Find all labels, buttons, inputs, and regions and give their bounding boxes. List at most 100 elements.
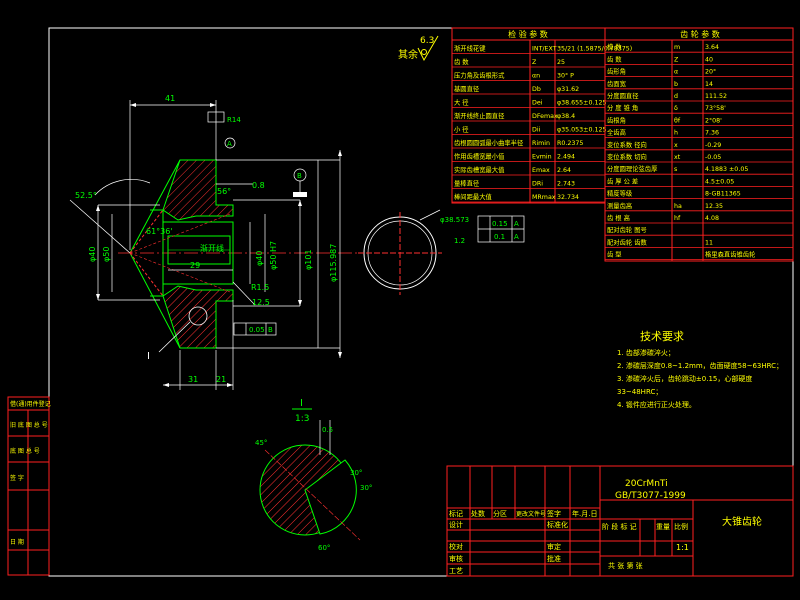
gear-cell-17-2: 格里森直齿锥齿轮 <box>705 250 756 259</box>
drawing-frame <box>48 27 794 577</box>
tb-approve-b: 批准 <box>547 554 561 563</box>
gear-cell-4-2: 111.52 <box>705 93 727 100</box>
runout-datum: B <box>268 326 273 334</box>
tb-weight: 重量 <box>656 523 670 531</box>
gear-cell-2-1: α <box>674 69 678 76</box>
strip-label-4: 签 字 <box>10 474 24 482</box>
dim-phi40-left: φ40 <box>88 247 97 262</box>
inspection-cell-10-1: DRi <box>532 181 543 188</box>
gear-cell-10-0: 分度圆理论弦齿厚 <box>607 164 658 173</box>
gear-cell-3-1: b <box>674 81 678 88</box>
gear-cell-7-1: h <box>674 130 678 137</box>
tb-design: 设计 <box>449 520 463 529</box>
roughness-label: 其余 <box>398 48 418 61</box>
tb-process: 工艺 <box>449 567 463 575</box>
inspection-cell-10-2: 2.743 <box>557 181 575 188</box>
inspection-cell-11-2: 32.734 <box>557 194 579 201</box>
detail-dim-0-5: 0.5 <box>322 426 333 434</box>
dim-56: 56° <box>217 187 231 196</box>
inspection-cell-10-0: 量棒直径 <box>454 179 480 188</box>
inspection-cell-5-2: φ38.4 <box>557 113 575 120</box>
dim-phi38: φ38.573 <box>440 216 469 224</box>
runout-value: 0.05 <box>249 326 265 334</box>
detail-scale: 1:3 <box>295 414 309 424</box>
dim-phi50-left: φ50 <box>102 247 111 262</box>
title-block <box>446 465 794 577</box>
gear-cell-14-1: hf <box>674 215 681 222</box>
dim-spline-label: 渐开线 <box>200 243 224 253</box>
gear-cell-9-1: xt <box>674 154 681 161</box>
inspection-cell-4-1: Dei <box>532 100 543 107</box>
tol-datum-a1: A <box>514 220 519 228</box>
detail-view-i: I 1:3 0.5 45° 30° 30° 60° <box>255 398 372 552</box>
tb-sign: 签字 <box>547 509 561 518</box>
dim-31: 31 <box>188 375 198 384</box>
gear-cell-8-0: 变位系数 径向 <box>607 140 647 149</box>
dim-0-8: 0.8 <box>252 181 265 190</box>
tb-sheet: 共 张 第 张 <box>608 561 643 570</box>
gear-cell-9-0: 变位系数 切向 <box>607 152 647 161</box>
tb-change-doc: 更改文件号 <box>516 510 546 518</box>
tb-mark: 标记 <box>449 509 463 518</box>
datum-b: B <box>293 168 307 197</box>
title-block-text: 20CrMnTi GB/T3077-1999 大锥齿轮 标记 处数 分区 更改文… <box>449 479 762 575</box>
gear-cell-7-2: 7.36 <box>705 130 719 137</box>
gear-cell-14-0: 齿 根 高 <box>607 213 630 222</box>
dim-phi101: φ101 <box>304 249 313 270</box>
detail-ang-30a: 30° <box>350 469 362 477</box>
datum-b-label: B <box>297 172 302 180</box>
inspection-cell-9-2: 2.64 <box>557 167 571 174</box>
tol-datum-a2: A <box>514 233 519 241</box>
gear-cell-1-1: Z <box>674 56 679 63</box>
technical-requirements: 技术要求 1. 齿部渗碳淬火； 2. 渗碳层深度0.8~1.2mm，齿面硬度58… <box>617 330 783 409</box>
inspection-cell-0-1: INT/EXT <box>532 46 557 53</box>
dim-12-5: 12.5 <box>252 298 270 307</box>
inspection-cell-7-1: Rimin <box>532 140 550 147</box>
dim-41: 41 <box>165 94 175 103</box>
strip-label-2: 旧 底 图 总 号 <box>10 421 48 429</box>
gear-cell-16-2: 11 <box>705 239 713 246</box>
gear-cell-10-2: 4.1883 ±0.05 <box>705 166 748 173</box>
gear-cell-0-2: 3.64 <box>705 44 719 51</box>
tech-line-1: 1. 齿部渗碳淬火； <box>617 348 675 357</box>
dim-phi50h7: φ50 H7 <box>269 241 278 270</box>
inspection-cell-6-0: 小 径 <box>454 125 469 134</box>
gear-cell-7-0: 全齿高 <box>607 128 626 137</box>
gear-cell-11-0: 齿 厚 公 差 <box>607 176 638 185</box>
gear-cell-14-2: 4.08 <box>705 215 719 222</box>
part-name: 大锥齿轮 <box>722 515 762 528</box>
detail-ang-60: 60° <box>318 544 330 552</box>
tech-line-2: 2. 渗碳层深度0.8~1.2mm，齿面硬度58~63HRC； <box>617 361 783 370</box>
tb-scale-value: 1:1 <box>676 543 689 552</box>
dim-r1-5: R1.5 <box>251 283 269 292</box>
inspection-cell-6-1: Dii <box>532 127 541 134</box>
tolerance-frame-runout: 0.05 B <box>233 322 277 336</box>
gear-cell-10-1: s <box>674 166 677 173</box>
gear-cell-5-1: δ <box>674 105 678 112</box>
tb-count: 处数 <box>471 509 485 518</box>
tech-title: 技术要求 <box>640 330 684 343</box>
detail-marker-circle <box>188 306 208 326</box>
inspection-cell-8-2: 2.494 <box>557 154 575 161</box>
gear-cell-6-1: θf <box>674 117 681 124</box>
inspection-cell-0-0: 渐开线花键 <box>454 44 486 53</box>
gear-cell-13-1: ha <box>674 203 682 210</box>
gear-cell-8-2: -0.29 <box>705 142 721 149</box>
inspection-cell-4-2: φ38.655±0.125 <box>557 100 607 107</box>
tb-check: 校对 <box>449 542 463 551</box>
dim-61-36: 61°36' <box>146 227 173 236</box>
inspection-cell-2-2: 30° P <box>557 72 574 80</box>
tb-stage: 阶 段 标 记 <box>602 522 637 531</box>
gear-cell-5-0: 分 度 锥 角 <box>607 103 638 112</box>
inspection-cell-1-1: Z <box>532 59 537 66</box>
inspection-cell-3-0: 基圆直径 <box>454 84 480 93</box>
roughness-value: 6.3 <box>420 36 434 46</box>
inspection-cell-5-1: DFemax <box>532 113 558 120</box>
inspection-cell-1-2: 25 <box>557 59 565 66</box>
dim-phi40-right: φ40 <box>255 251 264 266</box>
tb-approve-a: 审定 <box>547 542 561 551</box>
gear-cell-12-0: 精度等级 <box>607 189 633 198</box>
inspection-cell-2-1: αn <box>532 73 540 80</box>
strip-label-5: 日 期 <box>10 538 24 546</box>
